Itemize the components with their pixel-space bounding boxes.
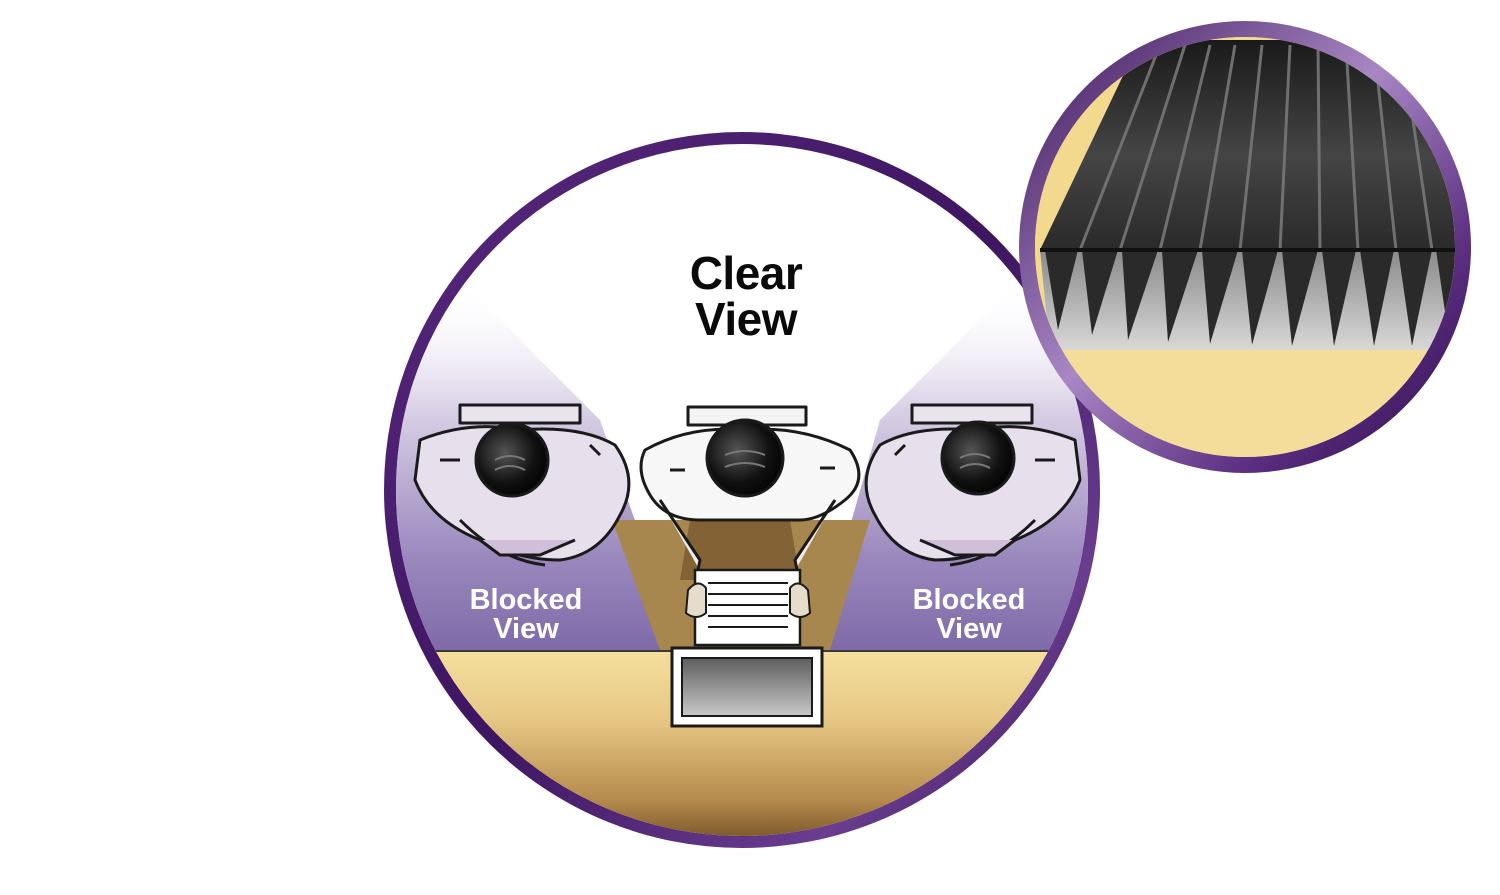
louver-slats [1040, 40, 1455, 346]
person-left [413, 403, 631, 567]
blocked-view-label-right: Blocked View [912, 584, 1026, 645]
blocked-view-label-left: Blocked View [469, 584, 583, 645]
person-center [639, 405, 861, 617]
document [684, 568, 812, 647]
clear-view-label: Clear View [689, 247, 803, 345]
main-scene [384, 132, 1100, 848]
filter-magnified-inset [1019, 21, 1471, 473]
person-right [864, 403, 1082, 567]
laptop [670, 646, 824, 728]
